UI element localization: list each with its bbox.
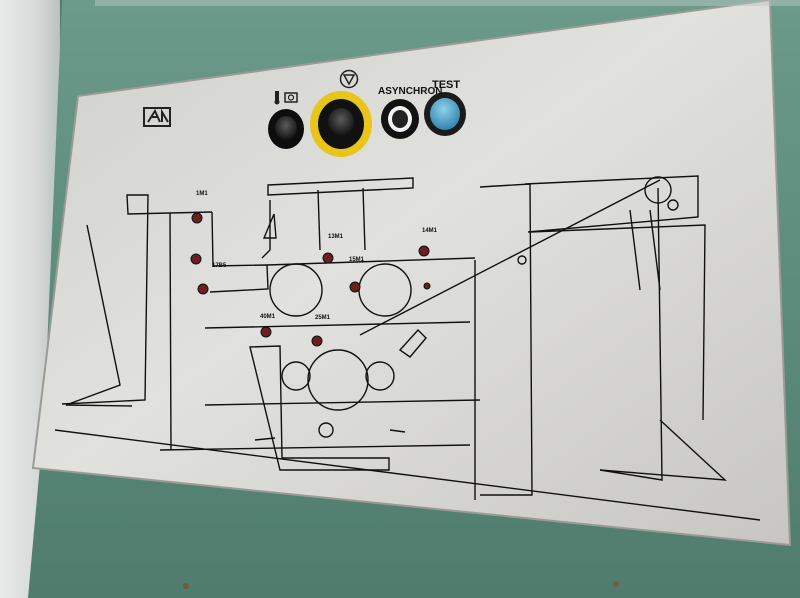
screw: [183, 583, 189, 589]
asynchron-button[interactable]: [381, 99, 419, 139]
motor-label-2: 17B5: [212, 263, 227, 269]
thermometer-icon: [274, 91, 298, 105]
screw: [613, 581, 619, 587]
motor-label-5: 14M1: [422, 228, 438, 234]
motor-label-3: 13M1: [328, 234, 344, 240]
schematic-drawing: [54, 175, 761, 521]
triangle-warning-icon: [339, 69, 359, 89]
manufacturer-logo-icon: [143, 107, 171, 127]
indicator-lights: [190, 212, 431, 347]
motor-label-7: 25M1: [315, 315, 331, 321]
main-yellow-button[interactable]: [310, 91, 372, 157]
motor-label-1: 1M1: [196, 191, 208, 197]
test-button[interactable]: [424, 92, 466, 136]
test-label: TEST: [432, 79, 461, 91]
motor-label-4: 15M1: [349, 257, 365, 263]
heat-button[interactable]: [268, 109, 304, 149]
asynchron-label: ASYNCHRON: [378, 86, 443, 97]
metal-schematic-plate: [31, 0, 792, 547]
motor-label-6: 40M1: [260, 314, 276, 320]
